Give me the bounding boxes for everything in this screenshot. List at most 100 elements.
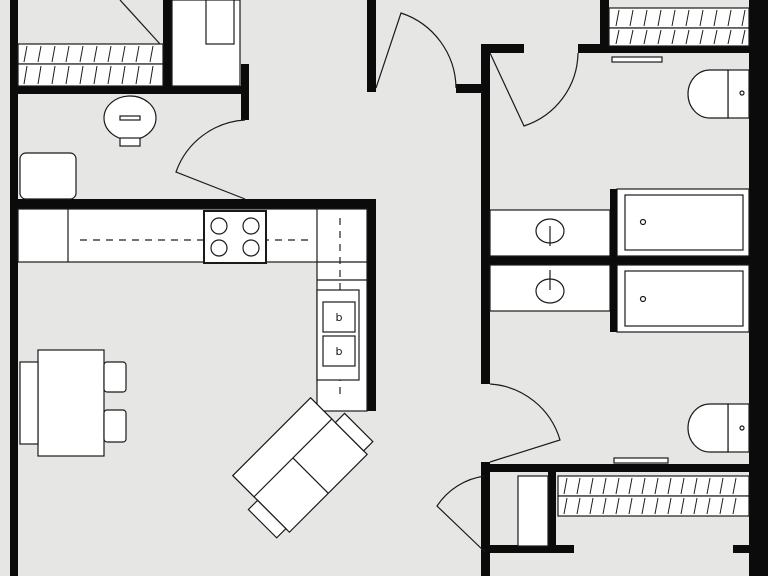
closet-hatching-upper-right — [615, 9, 746, 45]
hatch-line — [671, 29, 676, 45]
hatch-line — [107, 45, 112, 63]
bath-wall-top-right — [578, 44, 768, 53]
faucet-1: b — [336, 311, 343, 324]
hatch-line — [713, 29, 718, 45]
closet-cabinet-lower — [517, 475, 549, 547]
sofa-seam — [292, 457, 329, 494]
sofa — [231, 396, 374, 539]
hatch-line — [615, 477, 620, 495]
washer-handle — [119, 115, 141, 121]
armchair — [19, 152, 77, 200]
upper-bathroom — [489, 69, 750, 257]
hatch-line — [727, 9, 732, 27]
hatch-line — [107, 65, 112, 85]
tub-drain-lower — [639, 295, 647, 303]
dining-table — [37, 349, 105, 457]
hatch-line — [643, 9, 648, 27]
sink-basin-1 — [322, 301, 356, 333]
closet-hatching — [23, 45, 154, 85]
closet-hatching-lower — [563, 477, 737, 515]
burner-2 — [242, 217, 260, 235]
toilet-button-lower — [739, 425, 745, 431]
hatch-line — [641, 497, 646, 515]
burner-4 — [242, 239, 260, 257]
doors — [175, 12, 579, 553]
hatch-line — [79, 45, 84, 63]
hatch-line — [628, 497, 633, 515]
hatch-line — [615, 29, 620, 45]
hatch-line — [121, 45, 126, 63]
hatch-line — [693, 477, 698, 495]
hatch-line — [629, 29, 634, 45]
hatch-line — [741, 29, 746, 45]
hatch-line — [685, 9, 690, 27]
counter-horizontal — [17, 208, 368, 263]
burner-3 — [210, 239, 228, 257]
lower-bath-door-swing — [489, 383, 561, 463]
bath-wall-left-upper — [481, 44, 490, 384]
hatch-line — [654, 497, 659, 515]
washer-base — [119, 137, 141, 147]
hatch-line — [93, 45, 98, 63]
hatch-line — [685, 29, 690, 45]
closet-rail-upper-right — [611, 56, 663, 63]
hatch-line — [741, 9, 746, 27]
hatch-line — [671, 9, 676, 27]
closet-rail-lower — [613, 457, 669, 464]
hatch-line — [589, 497, 594, 515]
walls — [10, 0, 768, 576]
hatch-line — [576, 497, 581, 515]
hatch-line — [628, 477, 633, 495]
hatch-line — [732, 497, 737, 515]
lower-right-closet — [517, 457, 750, 547]
hatch-line — [699, 9, 704, 27]
hatch-line — [23, 45, 28, 63]
toilet-lower — [687, 403, 750, 453]
hatch-line — [135, 45, 140, 63]
hatch-line — [680, 477, 685, 495]
sofa-arm-right — [334, 412, 374, 452]
toilet-button-upper — [739, 90, 745, 96]
kitchen-wall-right — [367, 199, 376, 411]
lower-closet-top — [488, 464, 750, 472]
burner-1 — [210, 217, 228, 235]
wardrobe-shelf — [205, 0, 235, 45]
washer-drum — [103, 95, 157, 141]
dining-chair-2 — [103, 409, 127, 443]
bath-upper-closet-side — [600, 0, 609, 48]
hatch-line — [657, 9, 662, 27]
hatch-line — [641, 477, 646, 495]
bath-divider — [481, 256, 751, 265]
hatch-line — [51, 65, 56, 85]
hatch-line — [602, 477, 607, 495]
hatch-line — [719, 497, 724, 515]
bath-wall-left-lower — [481, 462, 490, 576]
toilet-tank-upper — [727, 69, 750, 119]
hatch-line — [727, 29, 732, 45]
hatch-line — [576, 477, 581, 495]
lower-bathroom — [489, 264, 750, 453]
bath-wall-top-left — [481, 44, 524, 53]
upper-right-closet — [608, 7, 750, 63]
top-wall-left — [367, 0, 376, 92]
hatch-line — [149, 45, 154, 63]
lower-closet-bottom-right — [733, 545, 750, 553]
closet-rail — [119, 0, 161, 45]
hatch-line — [615, 9, 620, 27]
toilet-tank-lower — [727, 403, 750, 453]
dining-bench — [19, 361, 39, 445]
hatch-line — [667, 497, 672, 515]
hatch-line — [713, 9, 718, 27]
dining-set — [19, 349, 127, 457]
hatch-line — [79, 65, 84, 85]
hatch-line — [37, 65, 42, 85]
hatch-line — [37, 45, 42, 63]
toilet-upper — [687, 69, 750, 119]
hatch-line — [602, 497, 607, 515]
faucet-2: b — [336, 345, 343, 358]
dining-chair-1 — [103, 361, 127, 393]
hatch-line — [65, 65, 70, 85]
double-sink: b b — [316, 289, 360, 381]
bath-wall-right — [749, 0, 768, 576]
